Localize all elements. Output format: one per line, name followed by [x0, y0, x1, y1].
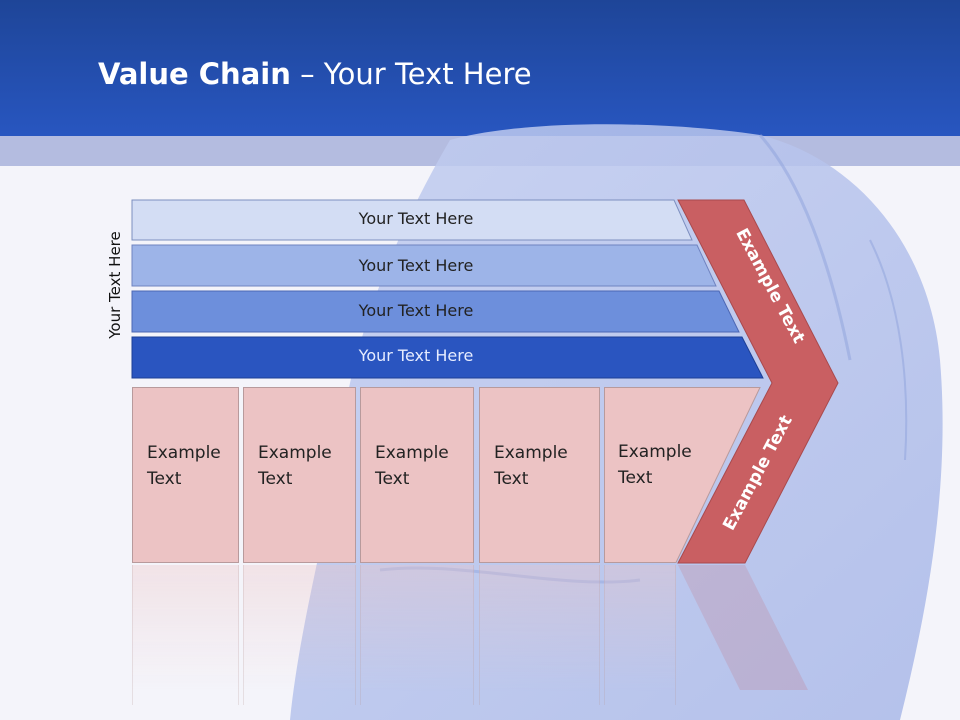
example-box-5-shape [604, 387, 761, 563]
bar-1-label: Your Text Here [358, 209, 474, 228]
box-1-reflection [132, 565, 239, 705]
page-title: Value Chain – Your Text Here [98, 57, 532, 91]
box-4-reflection [479, 565, 600, 705]
bar-1-shape [131, 199, 693, 241]
bar-3-label: Your Text Here [358, 301, 474, 320]
box-3-reflection [360, 565, 474, 705]
box-2-reflection [243, 565, 356, 705]
bar-3-shape [131, 290, 740, 333]
chevron-reflection [678, 565, 808, 690]
bar-4-label: Your Text Here [358, 346, 474, 365]
box-5-reflection [604, 565, 676, 705]
chevron-shape [677, 199, 839, 564]
bar-2-shape [131, 244, 717, 287]
bar-4-shape [131, 336, 764, 379]
header-banner [0, 0, 960, 136]
bar-2-label: Your Text Here [358, 256, 474, 275]
